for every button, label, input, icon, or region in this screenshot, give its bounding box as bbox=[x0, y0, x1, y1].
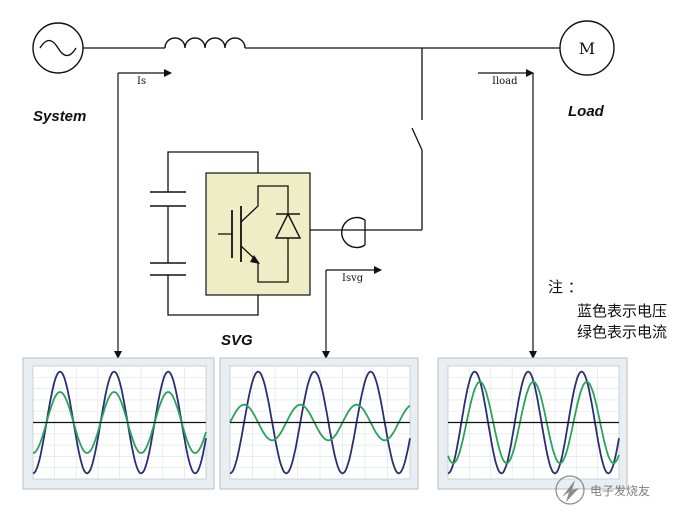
switch-icon bbox=[411, 127, 423, 151]
is-measurement: Is bbox=[114, 69, 172, 359]
note-current-green: 绿色表示电流 bbox=[577, 323, 667, 341]
system-label: System bbox=[33, 108, 86, 125]
ac-source-icon bbox=[32, 22, 84, 74]
dc-link bbox=[167, 151, 259, 316]
load-label: Load bbox=[568, 103, 605, 120]
inductor-icon bbox=[164, 37, 246, 49]
watermark-text: 电子发烧友 bbox=[590, 483, 650, 498]
voltage-wave bbox=[229, 370, 411, 475]
capacitor-top-icon bbox=[150, 191, 186, 207]
current-transformer-icon bbox=[341, 216, 366, 249]
voltage-wave bbox=[32, 370, 207, 475]
isvg-label: Isvg bbox=[342, 273, 364, 284]
current-wave bbox=[229, 403, 411, 442]
is-label: Is bbox=[137, 76, 146, 87]
waveform-panel-load bbox=[437, 357, 628, 490]
waveform-panel-svg bbox=[219, 357, 419, 490]
note-title: 注 ： bbox=[548, 278, 583, 296]
watermark: 电子发烧友 bbox=[555, 475, 650, 505]
svg-label: SVG bbox=[221, 332, 253, 349]
current-wave bbox=[447, 380, 620, 465]
inverter-igbt-icon bbox=[205, 172, 311, 296]
legend-note: 注 ： 蓝色表示电压 绿色表示电流 bbox=[548, 278, 667, 341]
iload-measurement: Iload bbox=[478, 69, 537, 359]
isvg-measurement: Isvg bbox=[322, 266, 382, 359]
note-voltage-blue: 蓝色表示电压 bbox=[577, 302, 667, 320]
current-wave bbox=[32, 391, 207, 454]
capacitor-bottom-icon bbox=[150, 262, 186, 276]
motor-label: M bbox=[579, 39, 595, 58]
waveform-panels bbox=[22, 357, 628, 490]
motor-icon: M bbox=[559, 20, 615, 76]
waveform-panel-system bbox=[22, 357, 215, 490]
iload-label: Iload bbox=[492, 76, 518, 87]
